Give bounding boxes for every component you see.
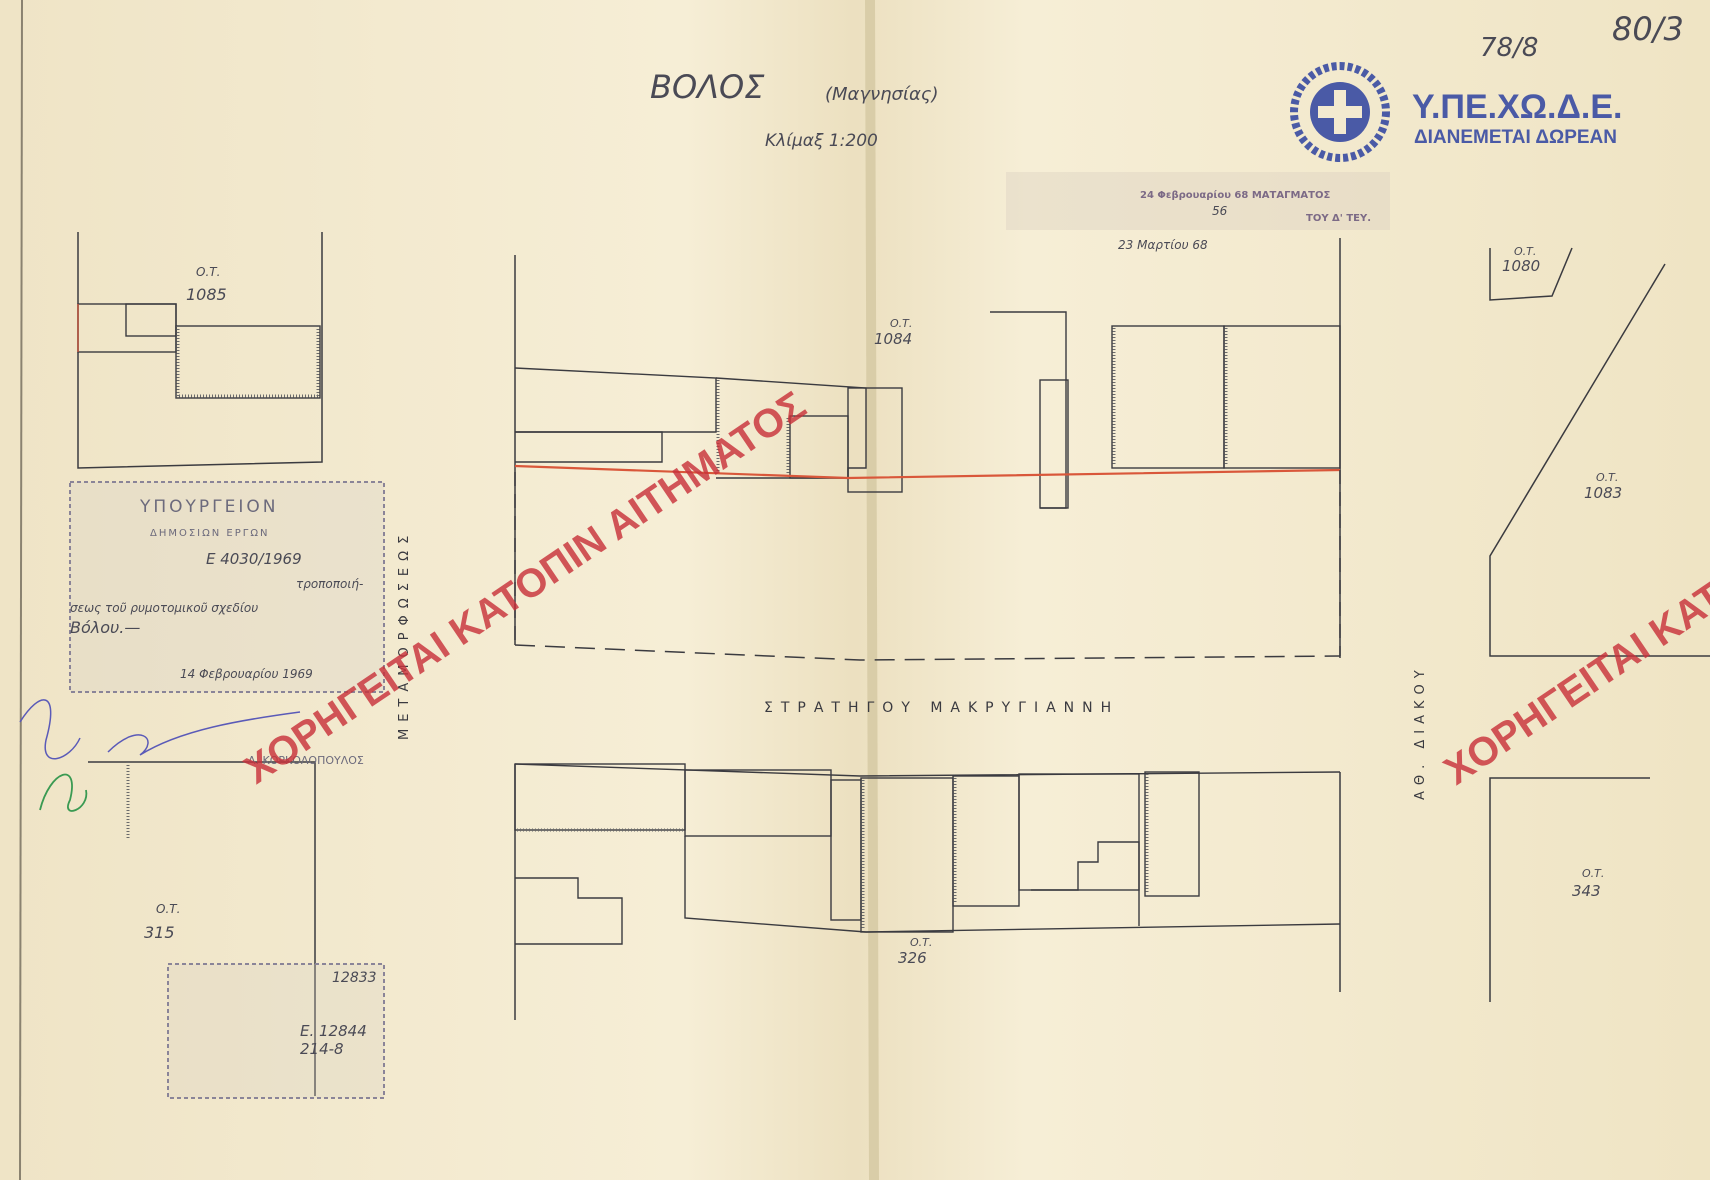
svg-text:Ε 4030/1969: Ε 4030/1969 (206, 550, 302, 568)
block-1080 (1489, 247, 1573, 301)
sheet-number-alt: 78/8 (1480, 33, 1538, 63)
map-scale: Κλίμαξ 1:200 (765, 131, 878, 151)
map-region: (Μαγνησίας) (825, 84, 938, 105)
block-label-prefix: Ο.Τ. (1596, 471, 1618, 484)
svg-text:Βόλου.—: Βόλου.— (70, 618, 140, 637)
center-fold (865, 0, 879, 1180)
svg-text:12833: 12833 (332, 970, 377, 986)
ministry-subtitle: ΔΙΑΝΕΜΕΤΑΙ ΔΩΡΕΑΝ (1414, 127, 1617, 148)
block-label-number: 1085 (186, 285, 227, 304)
svg-text:Ε. 12844: Ε. 12844 (300, 1022, 367, 1040)
block-1085 (77, 232, 323, 469)
ministry-emblem (1290, 62, 1390, 162)
block-label-number: 1084 (874, 330, 912, 348)
block-label-prefix: Ο.Τ. (890, 317, 912, 330)
map-title: ΒΟΛΟΣ (650, 68, 765, 106)
registry-stamp-bottom: 12833 Ε. 12844 214-8 (167, 963, 385, 1099)
svg-text:σεως τοῦ ρυμοτομικοῦ σχεδίου: σεως τοῦ ρυμοτομικοῦ σχεδίου (70, 601, 258, 615)
svg-text:Α. ΚΟΡΚΟΛΟΠΟΥΛΟΣ: Α. ΚΟΡΚΟΛΟΠΟΥΛΟΣ (248, 754, 364, 767)
signature-icon (107, 711, 301, 756)
block-label-number: 315 (144, 923, 175, 942)
svg-text:214-8: 214-8 (300, 1040, 344, 1058)
street-name-metamorfoseos: ΜΕΤΑΜΟΡΦΩΣΕΩΣ (397, 529, 412, 740)
initials-icon (39, 773, 88, 812)
block-label-prefix: Ο.Τ. (196, 265, 220, 279)
block-label-prefix: Ο.Τ. (156, 902, 180, 916)
svg-text:τροποποιή-: τροποποιή- (296, 577, 363, 591)
ministry-stamp-left: ΥΠΟΥΡΓΕΙΟΝ ΔΗΜΟΣΙΩΝ ΕΡΓΩΝ Ε 4030/1969 τρ… (19, 481, 385, 812)
block-label-number: 1083 (1584, 484, 1622, 502)
laurel-wreath-icon (1290, 62, 1390, 162)
sheet-number: 80/3 (1612, 10, 1684, 48)
block-label-number: 326 (898, 949, 927, 967)
svg-text:56: 56 (1212, 204, 1228, 218)
block-1084 (514, 238, 1341, 661)
svg-text:ΥΠΟΥΡΓΕΙΟΝ: ΥΠΟΥΡΓΕΙΟΝ (139, 497, 279, 517)
approval-stamp-top: 24 Φεβρουαρίου 68 ΜΑΤΑΓΜΑΤΟΣ 56 ΤΟΥ Δ' Τ… (1006, 172, 1390, 252)
block-343 (1489, 777, 1650, 1002)
building-line (514, 464, 1341, 480)
block-label-number: 1080 (1502, 257, 1540, 275)
svg-text:ΤΟΥ Δ' ΤΕΥ.: ΤΟΥ Δ' ΤΕΥ. (1306, 213, 1371, 224)
ministry-name: Υ.ΠΕ.ΧΩ.Δ.Ε. (1412, 88, 1622, 126)
left-edge (19, 0, 23, 1180)
block-326 (514, 763, 1341, 1020)
block-label-prefix: Ο.Τ. (1514, 245, 1536, 258)
watermark-text: ΧΟΡΗΓΕΙΤΑΙ ΚΑΤΟΠΙΝ ΑΙΤΗΜΑΤΟΣ (1436, 384, 1710, 793)
svg-text:ΔΗΜΟΣΙΩΝ ΕΡΓΩΝ: ΔΗΜΟΣΙΩΝ ΕΡΓΩΝ (150, 528, 269, 539)
block-label-prefix: Ο.Τ. (910, 936, 932, 949)
block-315 (88, 761, 316, 1096)
signature-icon (19, 699, 81, 760)
svg-text:24 Φεβρουαρίου 68 ΜΑΤΑΓΜΑΤΟΣ: 24 Φεβρουαρίου 68 ΜΑΤΑΓΜΑΤΟΣ (1140, 189, 1330, 201)
block-label-number: 343 (1572, 882, 1601, 900)
street-name-makrygianni: ΣΤΡΑΤΗΓΟΥ ΜΑΚΡΥΓΙΑΝΝΗ (764, 700, 1119, 716)
block-1083 (1489, 263, 1710, 657)
svg-text:23 Μαρτίου 68: 23 Μαρτίου 68 (1118, 238, 1208, 252)
block-label-prefix: Ο.Τ. (1582, 867, 1604, 880)
street-name-ath-diakou: ΑΘ. ΔΙΑΚΟΥ (1413, 664, 1428, 800)
svg-text:14 Φεβρουαρίου 1969: 14 Φεβρουαρίου 1969 (180, 667, 313, 681)
block-labels: Ο.Τ. 1085 Ο.Τ. 1084 Ο.Τ. 1080 Ο.Τ. 1083 … (144, 245, 1622, 967)
